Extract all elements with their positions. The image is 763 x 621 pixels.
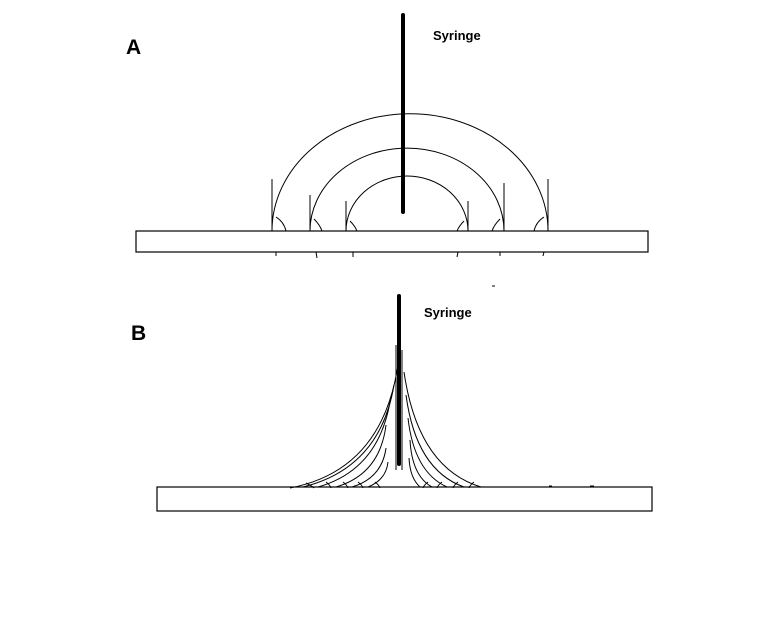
panel-b-contact-mark [468, 481, 475, 489]
panel-a-substrate [135, 230, 649, 253]
panel-b-contact-marks [305, 481, 475, 489]
panel-a-arc-inner [345, 175, 469, 232]
panel-a-contact-mark [275, 216, 287, 232]
panel-b-spread-curve [317, 401, 391, 488]
panel-a-boundaries [271, 179, 549, 231]
panel-a-arc-outer [271, 113, 549, 232]
panel-a-under-mark [315, 251, 318, 259]
panel-a-contact-mark [533, 216, 545, 232]
panel-b-specks [236, 485, 594, 488]
panel-b-spread-curve [367, 461, 389, 488]
panel-b-syringe-label: Syringe [424, 305, 472, 320]
panel-b-spread-curve [407, 417, 448, 488]
panel-b-contact-mark [374, 481, 381, 489]
panel-b-spread-curve [403, 371, 482, 488]
panel-b-spread-curve [408, 457, 421, 488]
panel-b-contact-mark [342, 481, 349, 489]
panel-a-contact-mark [456, 220, 465, 232]
panel-b: B Syringe [131, 294, 653, 512]
panel-b-spread-curve [409, 439, 433, 488]
panel-a-label: A [126, 36, 141, 59]
panel-b-contact-mark [422, 481, 429, 489]
panel-b-spread-curve [405, 394, 465, 488]
panel-b-spread-curve [351, 447, 387, 488]
panel-a-under-marks [275, 251, 545, 259]
panel-a-contact-mark [491, 218, 501, 232]
panel-b-right-curves [403, 371, 482, 488]
panel-b-spread-curve [335, 424, 387, 488]
panel-b-left-curves [289, 357, 400, 489]
panel-a-contact-mark [349, 220, 358, 232]
panel-a-under-mark [542, 251, 545, 257]
panel-b-spread-curve [289, 357, 400, 489]
panel-a-contact-marks [275, 216, 545, 232]
panel-b-contact-mark [357, 481, 364, 489]
panel-a: A Syringe [126, 13, 649, 259]
panel-b-substrate [156, 486, 653, 512]
panel-b-label: B [131, 322, 146, 345]
panel-b-contact-mark [452, 481, 459, 489]
panel-b-contact-mark [325, 481, 332, 489]
panel-b-spread-curve [302, 384, 395, 488]
panel-a-under-mark [456, 251, 459, 258]
panel-a-syringe-label: Syringe [433, 28, 481, 43]
panel-a-contact-mark [313, 218, 323, 232]
panel-b-contact-mark [436, 481, 443, 489]
panel-b-contact-mark [305, 482, 315, 489]
panel-a-arc-middle [309, 147, 505, 232]
